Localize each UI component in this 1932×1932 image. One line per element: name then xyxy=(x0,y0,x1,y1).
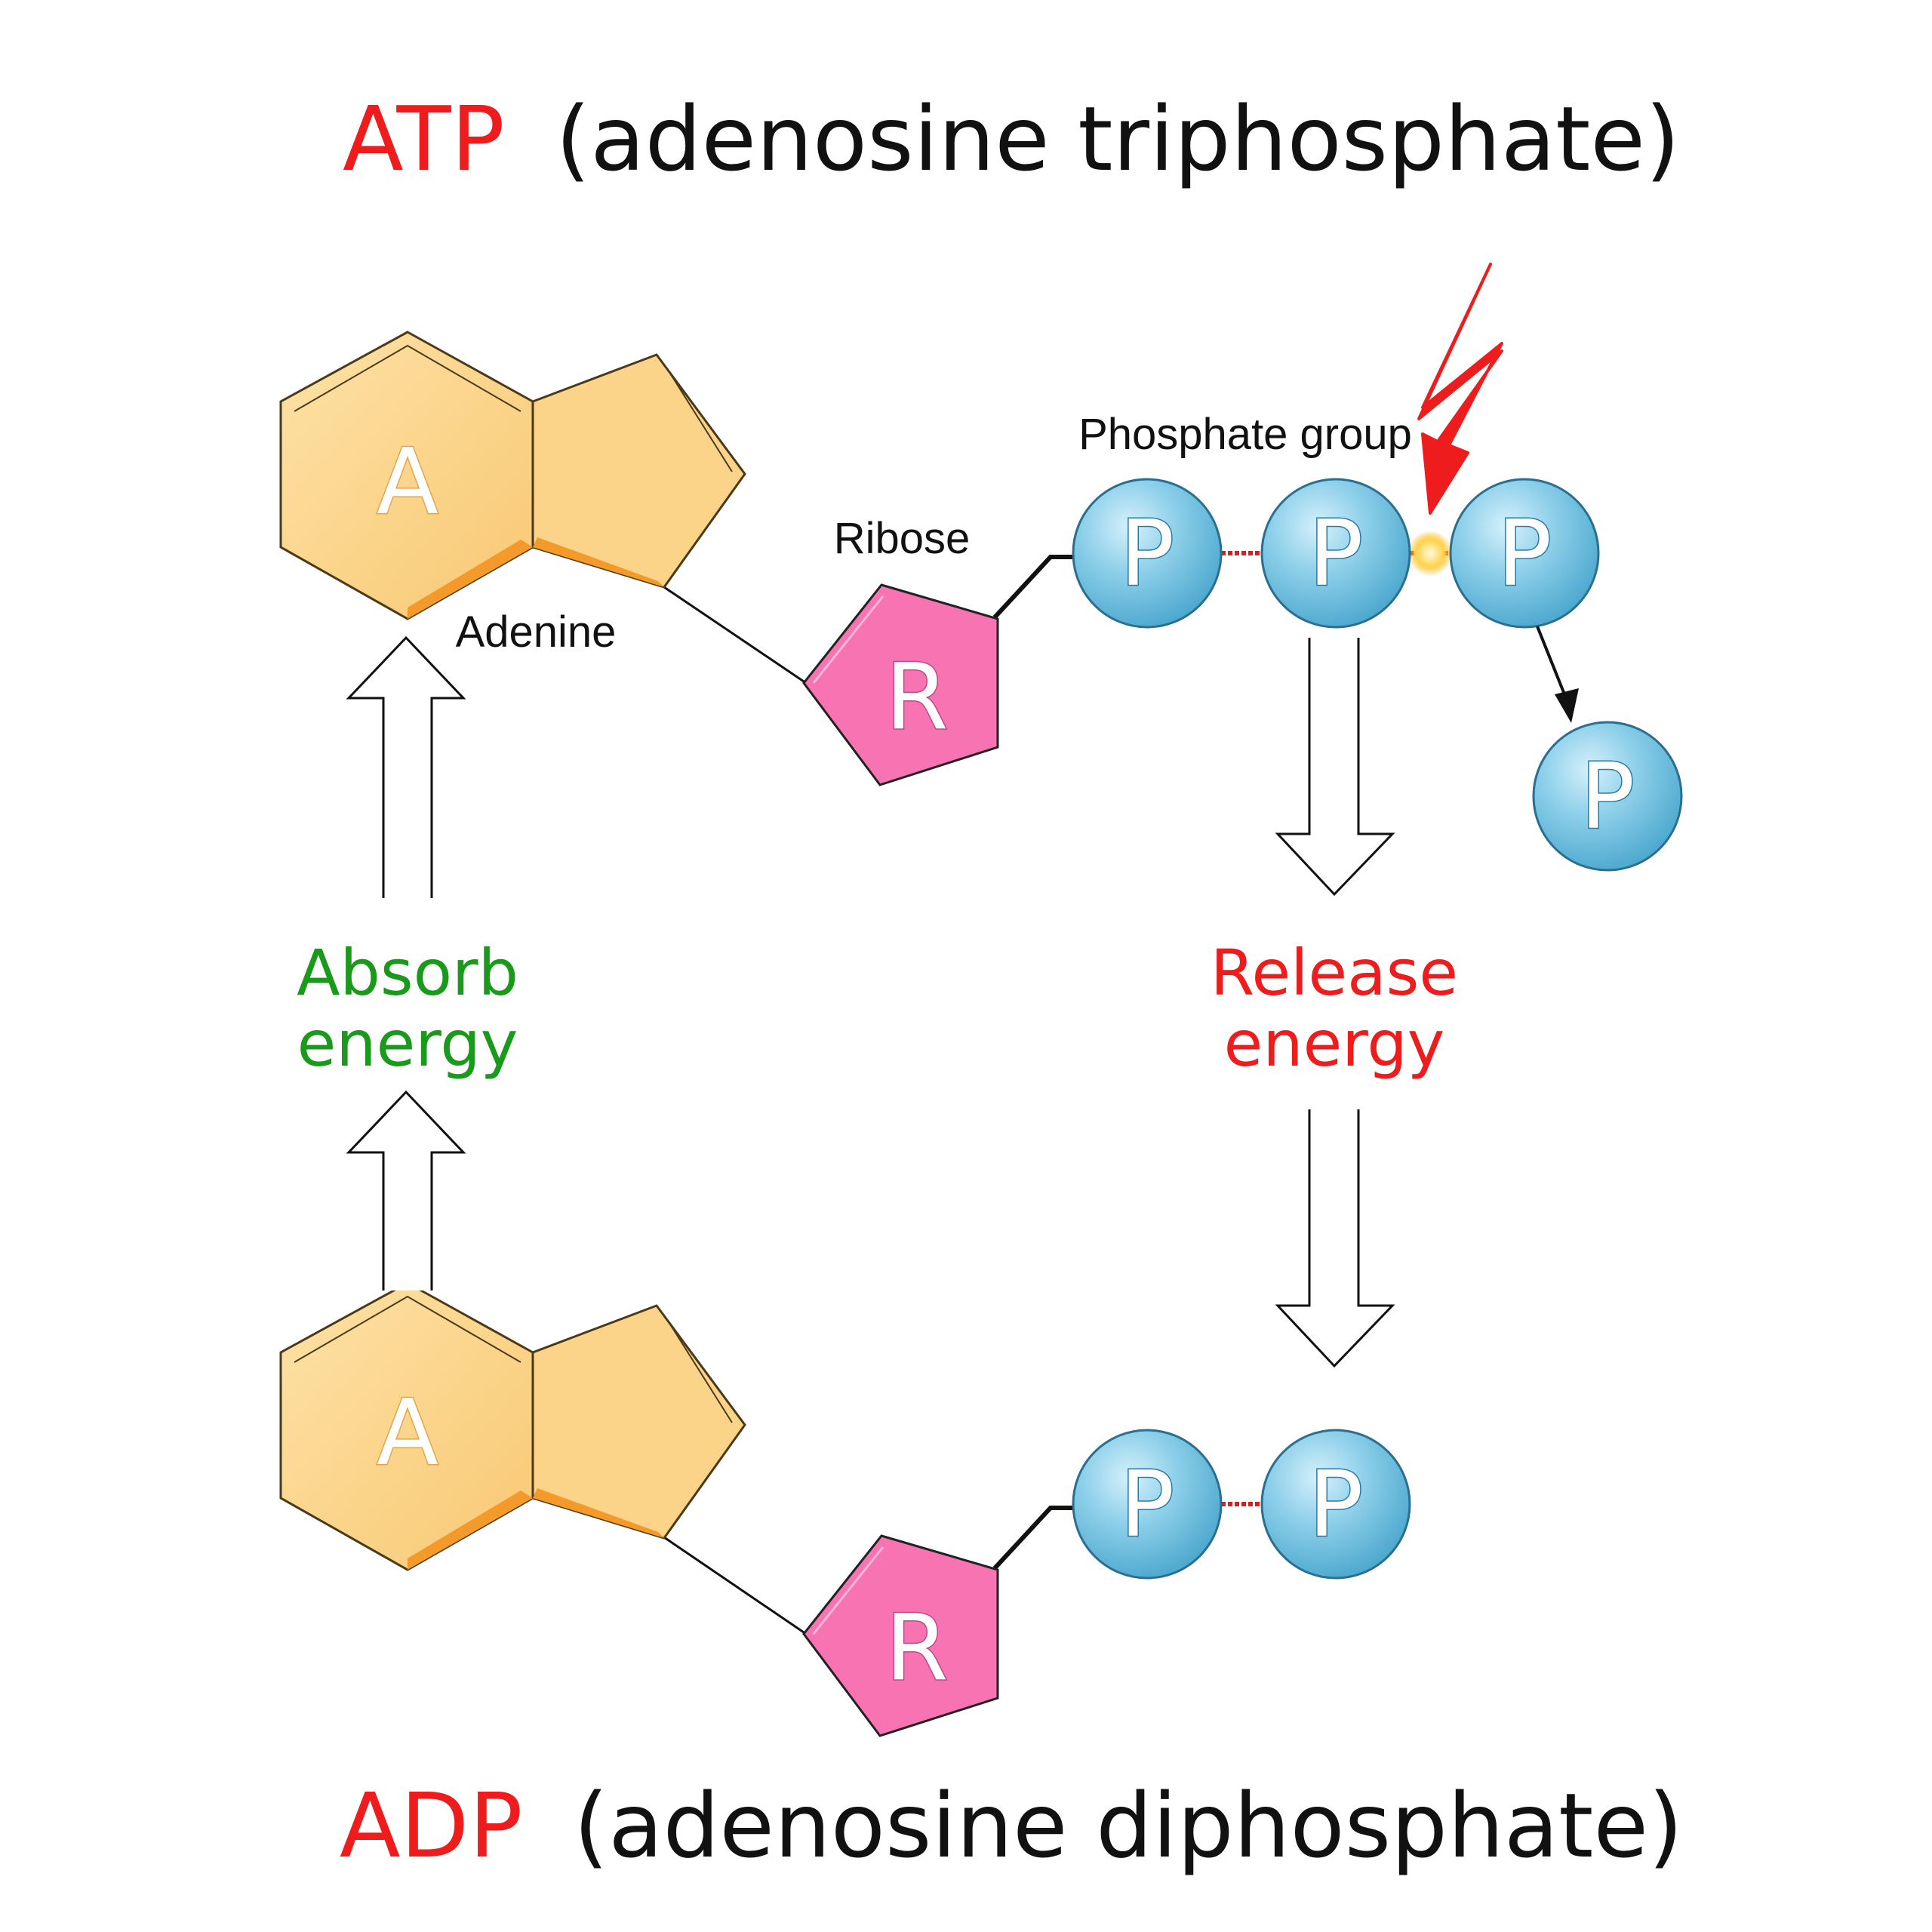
atp-title: ATP (adenosine triphosphate) xyxy=(343,87,1680,191)
released-phosphate: P xyxy=(1532,721,1683,872)
phosphate-1: P xyxy=(1072,478,1223,629)
phosphate-symbol: P xyxy=(1580,745,1635,850)
lightning-bolt-icon xyxy=(1417,263,1503,515)
ribose-phosphate-bond xyxy=(992,1506,1075,1571)
ribose-phosphate-bond xyxy=(992,555,1075,620)
release-arrow-head xyxy=(1555,688,1579,723)
release-arrow xyxy=(1536,626,1567,699)
phosphate-2: P xyxy=(1260,478,1411,629)
absorb-energy-line1: Absorb xyxy=(297,936,518,1010)
phosphate-symbol: P xyxy=(1120,1453,1174,1558)
ribose-symbol: R xyxy=(885,1596,948,1701)
phosphate-symbol: P xyxy=(1309,502,1363,607)
phosphate-symbol: P xyxy=(1497,502,1552,607)
release-energy-line2: energy xyxy=(1224,1007,1445,1081)
absorb-energy-line2: energy xyxy=(297,1007,518,1081)
hollow-up-arrow xyxy=(346,1090,466,1291)
phosphate-2: P xyxy=(1260,1429,1411,1580)
ribose-sugar: R xyxy=(802,583,999,786)
atp-molecule: A R P P P P xyxy=(279,263,1683,872)
adenine-ribose-bond xyxy=(663,1536,807,1635)
phosphate-1: P xyxy=(1072,1429,1223,1580)
adp-full-name: (adenosine diphosphate) xyxy=(574,1774,1683,1878)
adenine-symbol: A xyxy=(377,1381,438,1486)
adenine-ribose-bond xyxy=(663,586,807,685)
adp-abbr: ADP xyxy=(340,1774,523,1878)
adenine-base: A xyxy=(279,1281,746,1571)
atp-abbr: ATP xyxy=(343,87,505,191)
adenine-label: Adenine xyxy=(456,608,617,657)
hollow-up-arrow xyxy=(346,635,466,898)
ribose-sugar: R xyxy=(802,1534,999,1737)
phosphate-group-label: Phosphate group xyxy=(1078,410,1412,459)
adenine-base: A xyxy=(279,331,746,620)
hollow-down-arrow xyxy=(1275,638,1395,897)
bond-break-spark xyxy=(1407,531,1453,576)
phosphate-symbol: P xyxy=(1309,1453,1363,1558)
ribose-symbol: R xyxy=(885,645,948,750)
ribose-label: Ribose xyxy=(834,514,971,563)
adp-title: ADP (adenosine diphosphate) xyxy=(340,1774,1683,1878)
hollow-down-arrow xyxy=(1275,1109,1395,1368)
phosphate-3: P xyxy=(1449,478,1600,629)
release-energy-line1: Release xyxy=(1211,936,1458,1010)
atp-full-name: (adenosine triphosphate) xyxy=(555,87,1680,191)
adenine-symbol: A xyxy=(377,430,438,535)
phosphate-symbol: P xyxy=(1120,502,1174,607)
adp-molecule: A R P P xyxy=(279,1281,1411,1737)
